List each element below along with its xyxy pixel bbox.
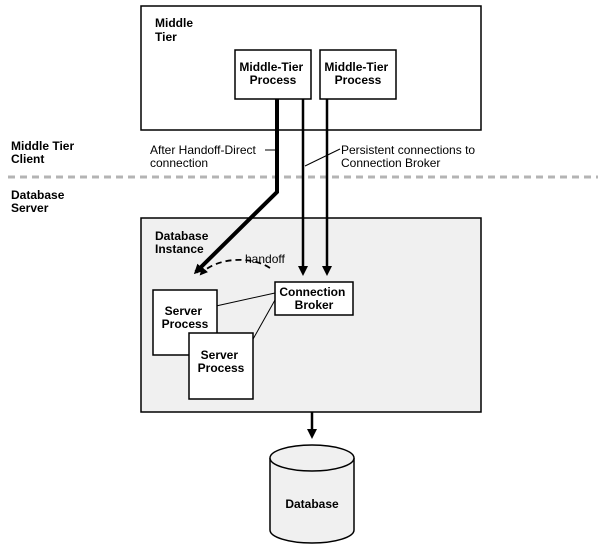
middle-tier-process-1 — [234, 49, 312, 100]
server-process-2 — [188, 332, 254, 400]
database-instance-label: Database Instance — [155, 229, 212, 256]
middle-tier-process-2 — [319, 49, 397, 100]
server-process-1-label: Server Process — [162, 304, 209, 331]
handoff-direct-annotation: After Handoff-Direct connection — [150, 143, 259, 170]
middle-tier-process-2-label: Middle-Tier Process — [324, 60, 391, 87]
direct-connection-arrow — [193, 99, 279, 275]
database-server-label: Database Server — [11, 188, 68, 215]
broker-server-link-1 — [215, 292, 276, 307]
middle-tier-process-1-label: Middle-Tier Process — [239, 60, 306, 87]
persistent-annotation: Persistent connections to Connection Bro… — [341, 143, 478, 170]
connection-broker — [274, 281, 354, 316]
middle-tier-client-label: Middle Tier Client — [11, 139, 77, 166]
handoff-label: handoff — [245, 252, 285, 266]
persistent-leader — [304, 148, 341, 167]
database-cylinder — [269, 444, 355, 544]
connection-broker-label: Connection Broker — [279, 285, 348, 312]
server-process-2-label: Server Process — [198, 348, 245, 375]
middle-tier-label: Middle Tier — [155, 16, 196, 44]
database-label: Database — [285, 497, 339, 511]
